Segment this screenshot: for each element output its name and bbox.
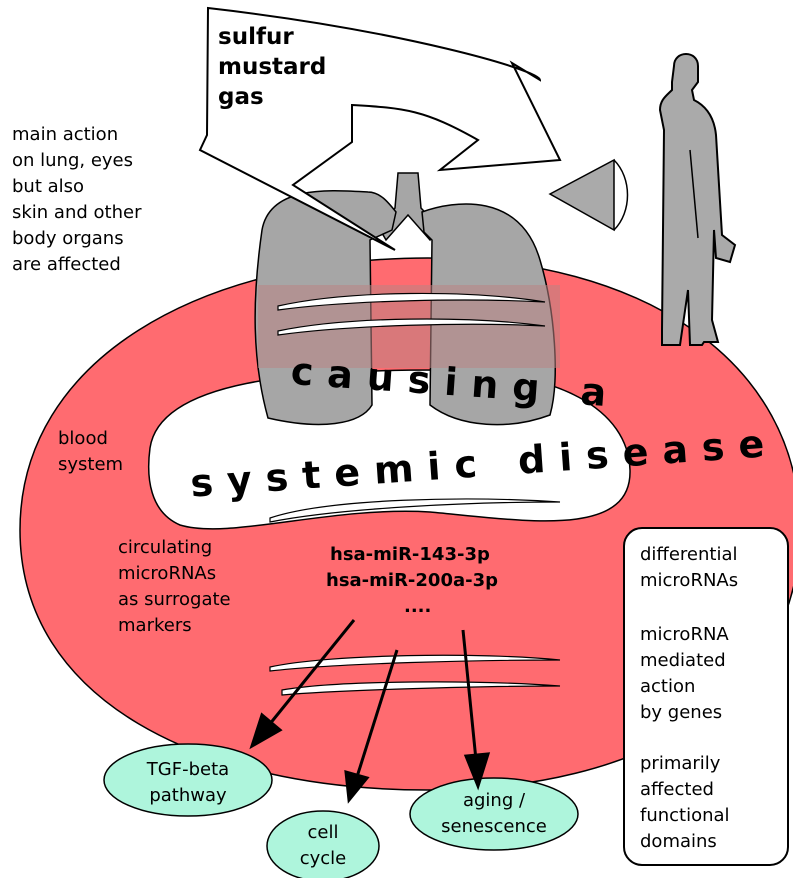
eye-icon: [550, 160, 628, 230]
title-line-1: sulfur: [218, 24, 294, 50]
mirna-2: hsa-miR-200a-3p: [326, 570, 498, 591]
info-line-6: by genes: [640, 702, 722, 723]
tgf-line-1: TGF-beta: [146, 759, 229, 780]
info-line-10: domains: [640, 831, 717, 852]
info-line-3: microRNA: [640, 624, 729, 645]
left-note-line-3: but also: [12, 176, 84, 197]
circulating-line-1: circulating: [118, 537, 212, 558]
info-line-1: differential: [640, 544, 737, 565]
title-line-3: gas: [218, 84, 264, 110]
info-line-2: microRNAs: [640, 570, 738, 591]
aging-line-1: aging /: [463, 790, 526, 811]
left-note-line-1: main action: [12, 124, 118, 145]
left-note-line-2: on lung, eyes: [12, 150, 133, 171]
circulating-line-2: microRNAs: [118, 563, 216, 584]
aging-line-2: senescence: [441, 816, 547, 837]
left-note-line-4: skin and other: [12, 202, 142, 223]
circulating-line-4: markers: [118, 615, 192, 636]
blood-line-1: blood: [58, 428, 108, 449]
blood-line-2: system: [58, 454, 123, 475]
left-note: main action on lung, eyes but also skin …: [12, 124, 142, 275]
circulating-line-3: as surrogate: [118, 589, 231, 610]
cell-line-2: cycle: [300, 848, 347, 869]
left-note-line-5: body organs: [12, 228, 124, 249]
tgf-line-2: pathway: [149, 785, 227, 806]
info-line-4: mediated: [640, 650, 726, 671]
info-line-8: affected: [640, 779, 714, 800]
person-icon: [660, 54, 735, 345]
aging-ellipse: [410, 778, 578, 850]
left-note-line-6: are affected: [12, 254, 121, 275]
info-line-9: functional: [640, 805, 730, 826]
info-line-7: primarily: [640, 753, 721, 774]
cell-line-1: cell: [308, 822, 339, 843]
title-line-2: mustard: [218, 54, 326, 80]
mirna-1: hsa-miR-143-3p: [330, 544, 490, 565]
info-line-5: action: [640, 676, 695, 697]
mirna-ellipsis: ....: [404, 596, 431, 617]
